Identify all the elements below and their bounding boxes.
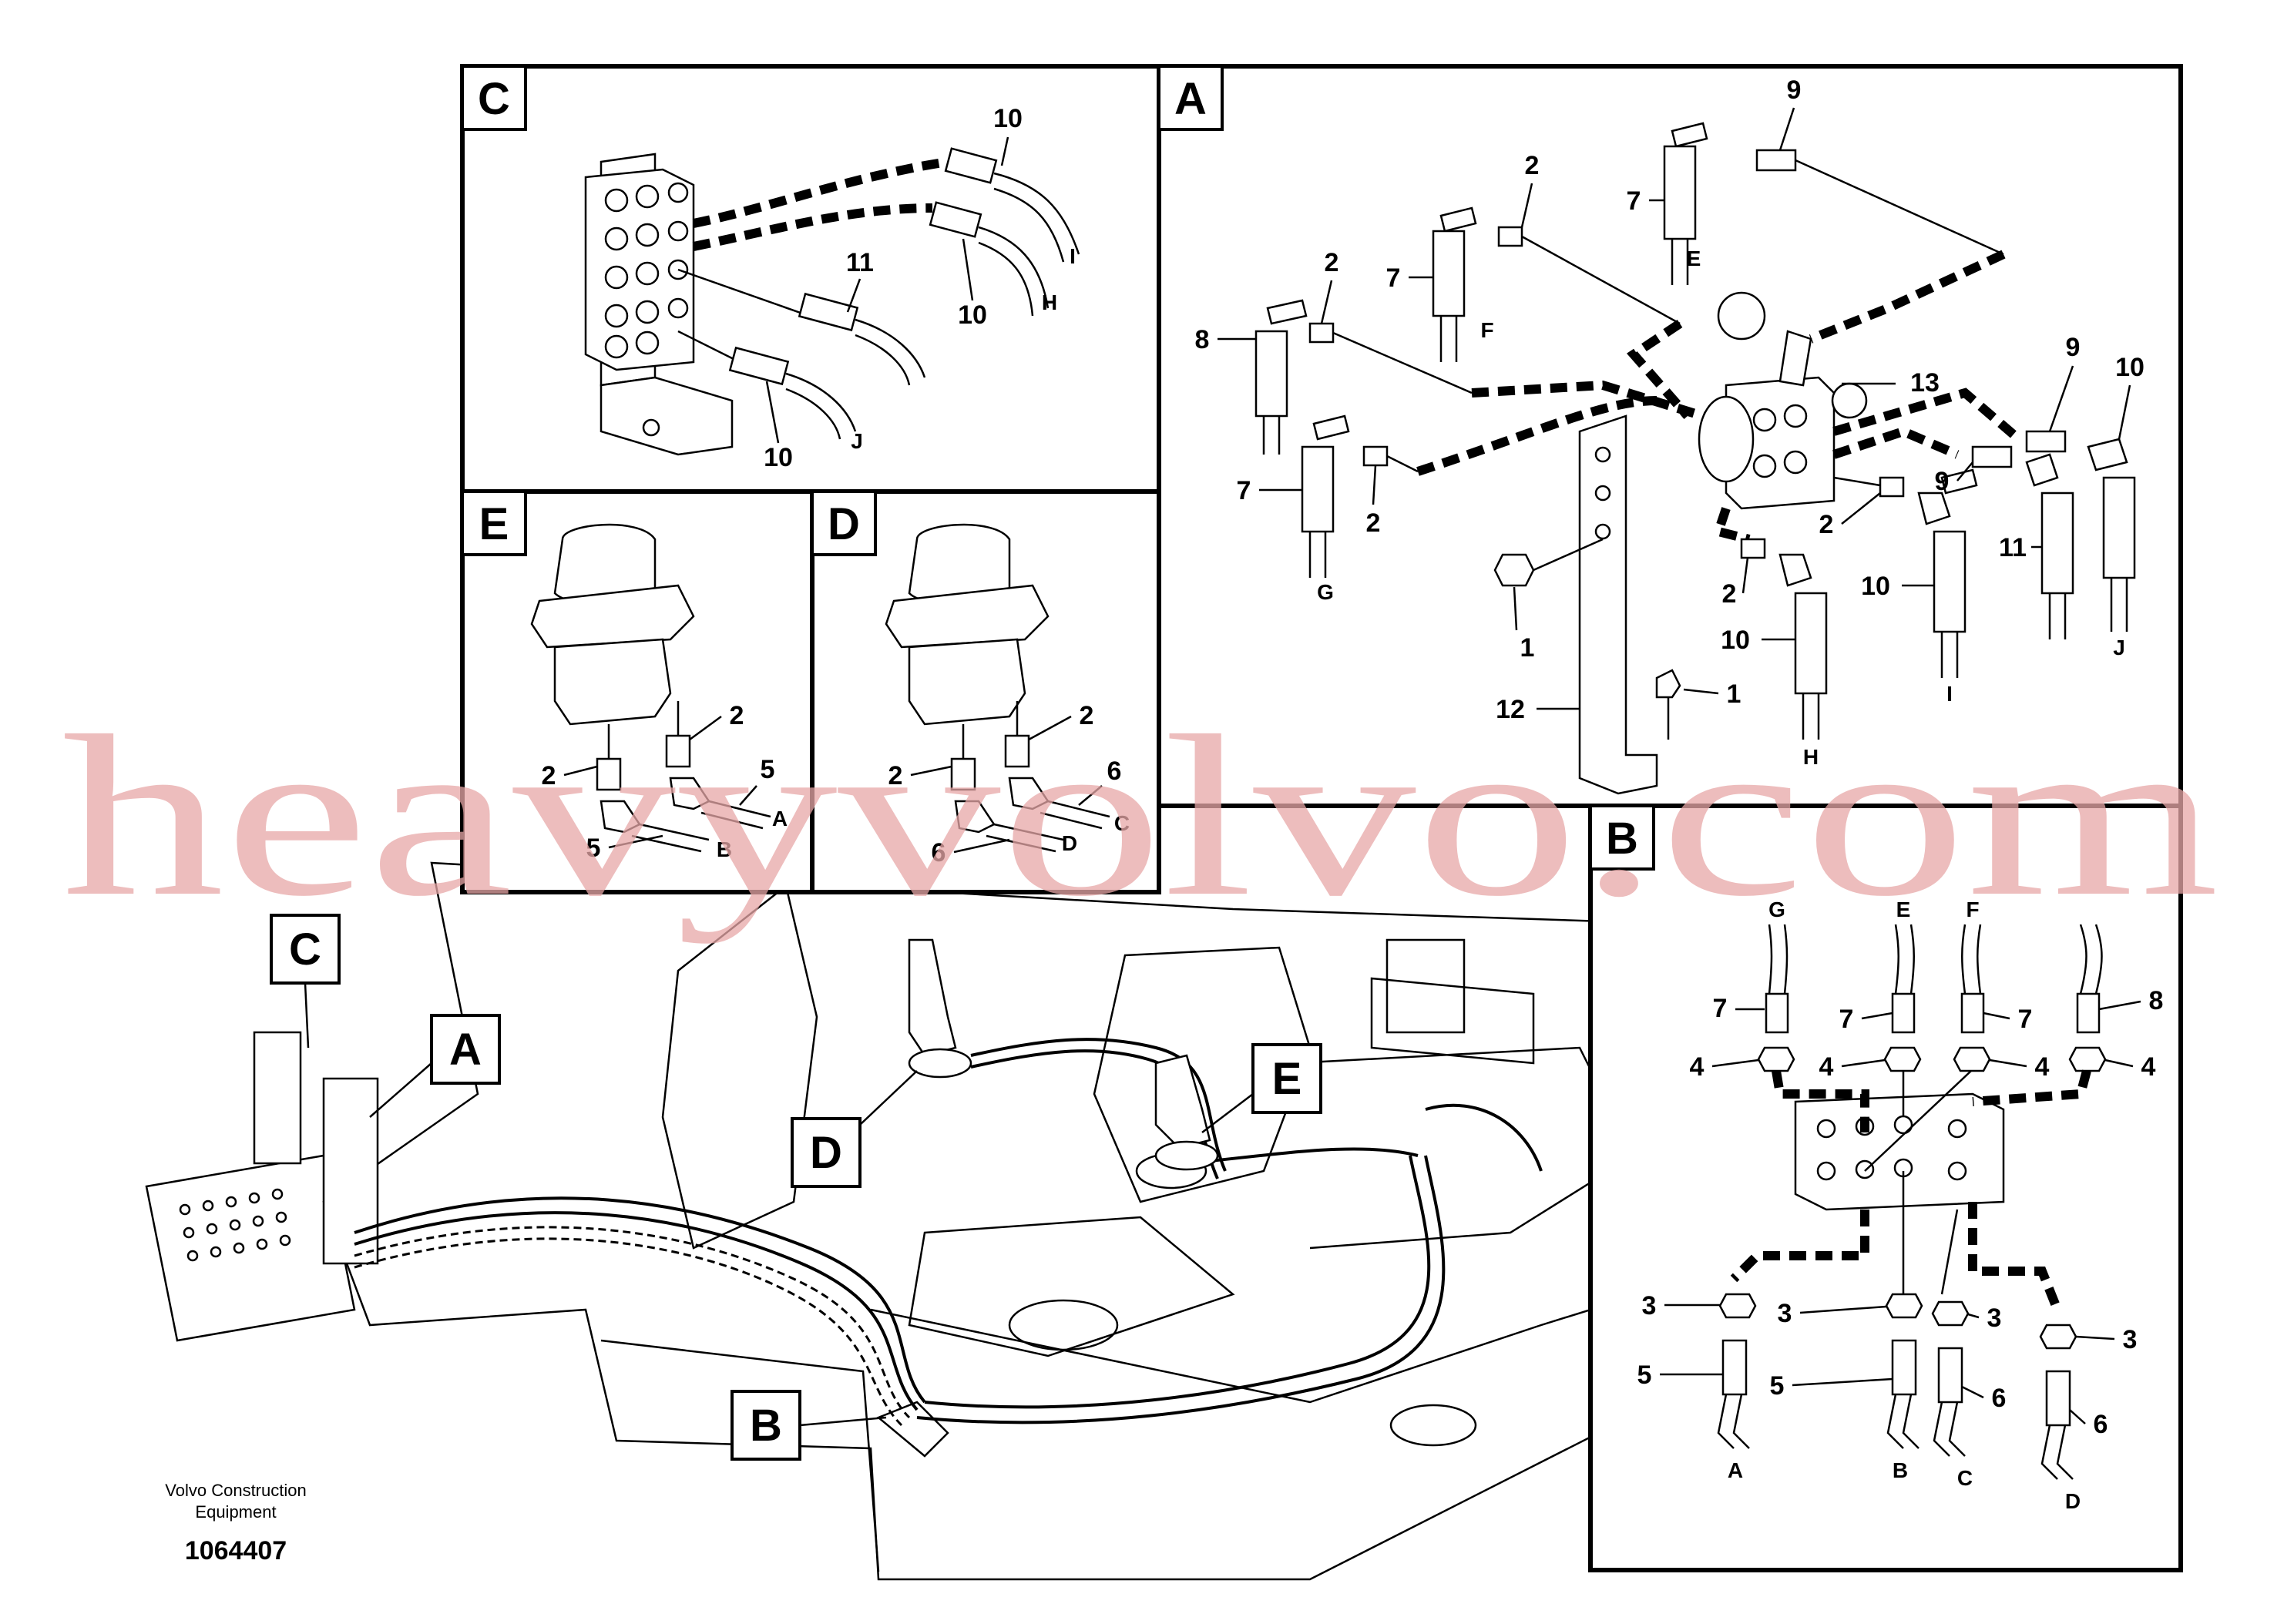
panel-b-callout-4-d: 4 (2141, 1052, 2156, 1082)
panel-c-callout-11: 11 (846, 248, 874, 277)
overview-tag-e: E (1272, 1054, 1302, 1104)
manifold-bracket (322, 1077, 379, 1265)
panel-b-callout-7-e: 7 (1839, 1005, 1854, 1034)
panel-a-callout-2-top: 2 (1525, 151, 1540, 180)
panel-b-callout-8: 8 (2149, 986, 2164, 1015)
panel-b-callout-5-a: 5 (1637, 1361, 1652, 1390)
panel-a-end-f: F (1480, 318, 1493, 342)
panel-d-callout-6-right: 6 (1107, 757, 1122, 786)
machine-overview (145, 861, 2082, 1581)
panel-a-callout-10-right: 10 (2115, 353, 2145, 382)
panel-a-callout-10-i: 10 (1861, 572, 1890, 601)
panel-e-callout-2-left: 2 (542, 761, 556, 790)
panel-c-callout-10-mid: 10 (958, 300, 987, 330)
panel-c-end-h: H (1042, 290, 1057, 314)
panel-b-end-e: E (1896, 898, 1911, 921)
overview-tag-d: D (810, 1128, 842, 1178)
panel-a-callout-9-right: 9 (2066, 333, 2081, 362)
panel-a-callout-7-f: 7 (1386, 263, 1401, 293)
panel-e-end-b: B (717, 837, 732, 861)
overview-tag-a: A (449, 1025, 482, 1075)
panel-b-callout-3-a: 3 (1642, 1291, 1657, 1320)
panel-d-callout-6-left: 6 (932, 838, 946, 867)
panel-a-end-i: I (1946, 682, 1953, 706)
panel-b-callout-6-d: 6 (2094, 1410, 2108, 1439)
panel-b-end-a: A (1728, 1458, 1743, 1482)
panel-e-callout-5-left: 5 (586, 834, 601, 863)
panel-e: E 2 2 5 A 5 B (460, 489, 814, 894)
manifold-block (253, 1031, 302, 1165)
panel-a: A (1157, 64, 2183, 808)
footer-drawing-number: 1064407 (185, 1536, 287, 1565)
panel-a-callout-10-h: 10 (1721, 626, 1750, 655)
panel-b-callout-6-c: 6 (1992, 1384, 2007, 1413)
panel-d: D 2 2 6 C 6 D (810, 489, 1161, 894)
panel-e-end-a: A (772, 807, 788, 830)
panel-d-end-d: D (1062, 831, 1077, 855)
panel-b-callout-3-b: 3 (1778, 1299, 1792, 1328)
footer-brand-line2: Equipment (195, 1502, 276, 1522)
panel-a-end-g: G (1317, 580, 1334, 604)
overview-callouts: C A D E B (270, 914, 1322, 1461)
panel-c-title: C (478, 74, 510, 124)
panel-b-end-b: B (1893, 1458, 1908, 1482)
panel-a-callout-12: 12 (1496, 695, 1525, 724)
panel-d-callout-2-right: 2 (1080, 701, 1094, 730)
left-joystick (908, 938, 957, 1057)
panel-b-callout-4-c: 4 (2035, 1052, 2050, 1082)
panel-b-callout-4-a: 4 (1690, 1052, 1705, 1082)
panel-c-callout-10-top: 10 (993, 104, 1023, 133)
panel-b-callout-3-c: 3 (1987, 1304, 2002, 1333)
panel-e-title: E (479, 499, 509, 549)
panel-b-callout-7-f: 7 (2018, 1005, 2033, 1034)
panel-b-callout-3-d: 3 (2123, 1325, 2138, 1354)
watermark-text: heavyvolvo.com (62, 688, 2219, 945)
panel-a-callout-2-low: 2 (1366, 508, 1381, 538)
panel-b-end-f: F (1966, 898, 1979, 921)
step-plate-holes (179, 1188, 291, 1262)
panel-e-callout-5-right: 5 (761, 755, 775, 784)
panel-b-callout-7-g: 7 (1713, 994, 1728, 1023)
panel-a-callout-2-mid: 2 (1325, 248, 1339, 277)
panel-a-end-j: J (2113, 636, 2125, 659)
panel-b-title: B (1606, 814, 1638, 864)
panel-c: C 10 11 10 10 I H (460, 64, 1161, 494)
footer-brand-line1: Volvo Construction (165, 1481, 306, 1500)
panel-d-title: D (828, 499, 860, 549)
panel-a-callout-1-bolt: 1 (1520, 633, 1535, 663)
panel-c-callout-10-bottom: 10 (764, 443, 793, 472)
overview-tag-b: B (750, 1401, 782, 1451)
panel-b-callout-4-b: 4 (1819, 1052, 1834, 1082)
panel-b-end-g: G (1768, 898, 1785, 921)
panel-a-callout-7-g: 7 (1237, 476, 1251, 505)
panel-a-callout-1-screw: 1 (1727, 679, 1741, 709)
panel-a-title: A (1174, 74, 1207, 124)
panel-a-end-e: E (1687, 247, 1701, 270)
right-joystick (1154, 1054, 1211, 1149)
panel-a-callout-13: 13 (1910, 368, 1940, 398)
panel-b-end-c: C (1957, 1466, 1973, 1490)
panel-b: B (1588, 804, 2183, 1572)
panel-a-end-h: H (1803, 745, 1819, 769)
panel-d-callout-2-left: 2 (888, 761, 903, 790)
panel-a-callout-2-h: 2 (1722, 579, 1737, 609)
footer: Volvo Construction Equipment 1064407 (165, 1481, 306, 1565)
panel-c-end-i: I (1070, 244, 1076, 268)
panel-a-callout-8: 8 (1195, 325, 1210, 354)
overview-tag-c: C (289, 924, 321, 975)
panel-d-end-c: C (1114, 811, 1130, 835)
panel-a-callout-7-e: 7 (1627, 186, 1641, 216)
panel-b-callout-5-b: 5 (1770, 1371, 1785, 1401)
panel-e-callout-2-right: 2 (730, 701, 744, 730)
panel-a-callout-9-top: 9 (1787, 75, 1802, 105)
panel-c-end-j: J (851, 429, 863, 453)
panel-a-callout-9-mid: 9 (1935, 467, 1950, 496)
panel-a-callout-2-right: 2 (1819, 510, 1834, 539)
panel-a-callout-11: 11 (1999, 533, 2027, 562)
panel-b-end-d: D (2065, 1489, 2081, 1513)
